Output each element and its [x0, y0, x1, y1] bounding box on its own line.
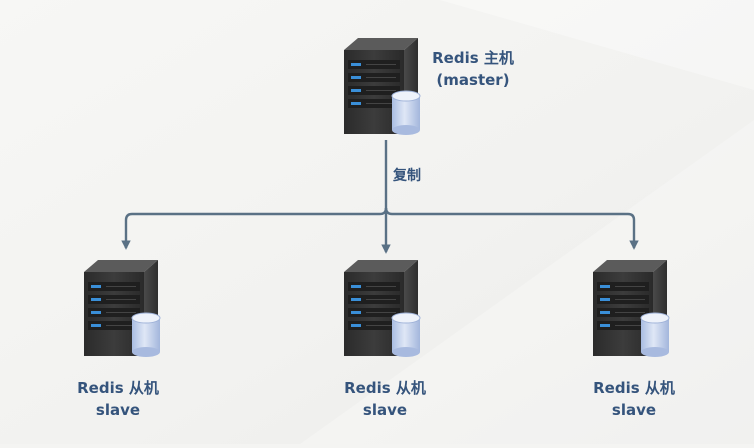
- master-label-role: (master): [436, 71, 510, 89]
- slave-1-server-icon: [83, 259, 161, 358]
- arrow-to-slave-3: [384, 207, 639, 250]
- slave-2-label: Redis 从机 slave: [339, 377, 431, 421]
- master-label: Redis 主机 (master): [428, 47, 518, 91]
- replication-label: 复制: [393, 168, 421, 184]
- master-server-icon: [343, 37, 421, 136]
- slave-2-label-name: Redis 从机: [344, 379, 426, 397]
- slave-3-label-role: slave: [611, 401, 657, 419]
- slave-1-label-role: slave: [95, 401, 141, 419]
- slave-3-label: Redis 从机 slave: [588, 377, 680, 421]
- replication-connectors: [121, 140, 639, 254]
- slave-3-label-name: Redis 从机: [593, 379, 675, 397]
- master-label-name: Redis 主机: [432, 49, 514, 67]
- slave-1-label: Redis 从机 slave: [72, 377, 164, 421]
- slave-1-label-name: Redis 从机: [77, 379, 159, 397]
- slave-3-server-icon: [592, 259, 670, 358]
- slave-2-server-icon: [343, 259, 421, 358]
- slave-2-label-role: slave: [362, 401, 408, 419]
